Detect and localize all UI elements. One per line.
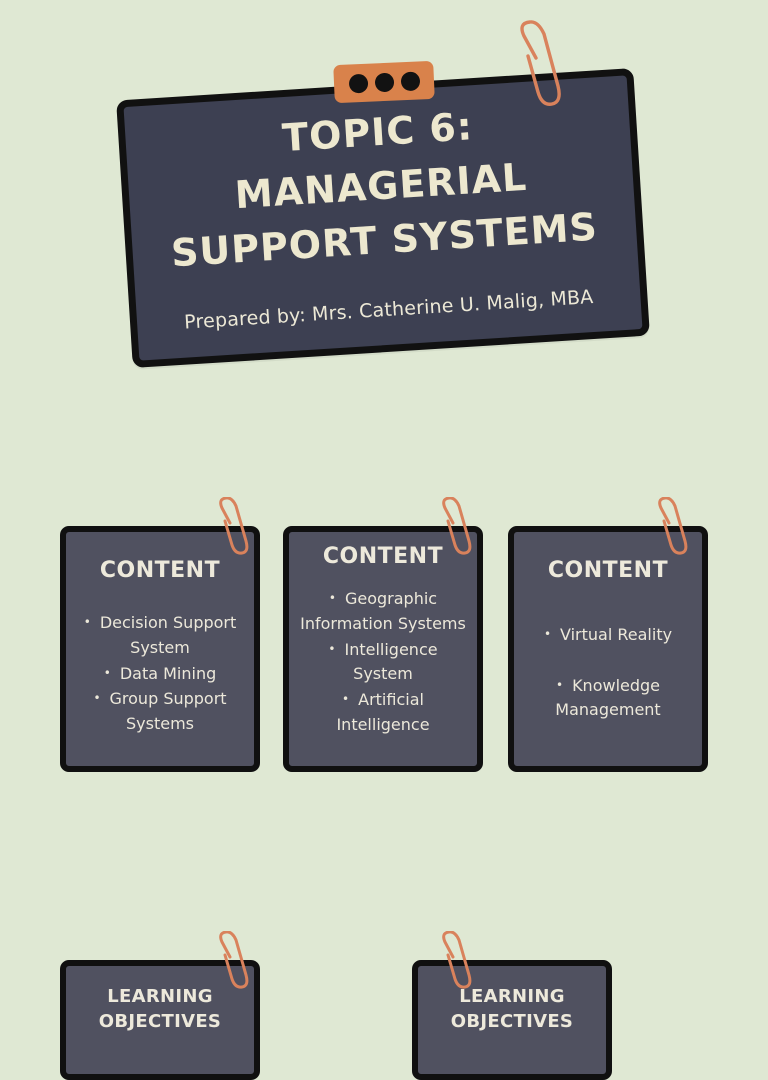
- three-dots-icon: [333, 60, 435, 104]
- card-heading: CONTENT: [322, 544, 444, 569]
- paperclip-icon: [439, 931, 475, 989]
- content-list: Geographic Information Systems Intellige…: [297, 586, 469, 738]
- dot: [400, 70, 420, 91]
- content-card-3: CONTENT Virtual Reality Knowledge Manage…: [508, 526, 708, 772]
- paperclip-icon: [216, 497, 252, 555]
- title-card: TOPIC 6: MANAGERIAL SUPPORT SYSTEMS Prep…: [116, 68, 650, 368]
- content-card-2: CONTENT Geographic Information Systems I…: [283, 526, 483, 772]
- list-item: Group Support Systems: [74, 686, 246, 737]
- paperclip-icon: [655, 497, 691, 555]
- list-item: Virtual Reality: [522, 622, 694, 648]
- paperclip-icon: [216, 931, 252, 989]
- content-list: Virtual Reality Knowledge Management: [522, 622, 694, 748]
- paperclip-icon: [516, 20, 564, 108]
- heading-line: OBJECTIVES: [450, 1011, 574, 1032]
- content-list: Decision Support System Data Mining Grou…: [74, 610, 246, 737]
- content-card-1: CONTENT Decision Support System Data Min…: [60, 526, 260, 772]
- card-heading: CONTENT: [547, 558, 669, 583]
- page-title: TOPIC 6: MANAGERIAL SUPPORT SYSTEMS: [124, 89, 637, 282]
- heading-line: LEARNING: [107, 986, 213, 1007]
- heading-line: OBJECTIVES: [98, 1011, 222, 1032]
- list-item: Geographic Information Systems: [297, 586, 469, 637]
- list-item: Knowledge Management: [522, 673, 694, 724]
- dot: [348, 73, 368, 94]
- card-heading: LEARNING OBJECTIVES: [418, 984, 606, 1034]
- list-item: Decision Support System: [74, 610, 246, 661]
- list-item: Artificial Intelligence: [297, 687, 469, 738]
- dot: [374, 72, 394, 92]
- list-item: Intelligence System: [297, 637, 469, 688]
- list-item: Data Mining: [74, 661, 246, 687]
- heading-line: LEARNING: [459, 986, 565, 1007]
- paperclip-icon: [439, 497, 475, 555]
- subtitle: Prepared by: Mrs. Catherine U. Malig, MB…: [183, 285, 595, 334]
- card-heading: CONTENT: [99, 558, 221, 583]
- card-heading: LEARNING OBJECTIVES: [66, 984, 254, 1034]
